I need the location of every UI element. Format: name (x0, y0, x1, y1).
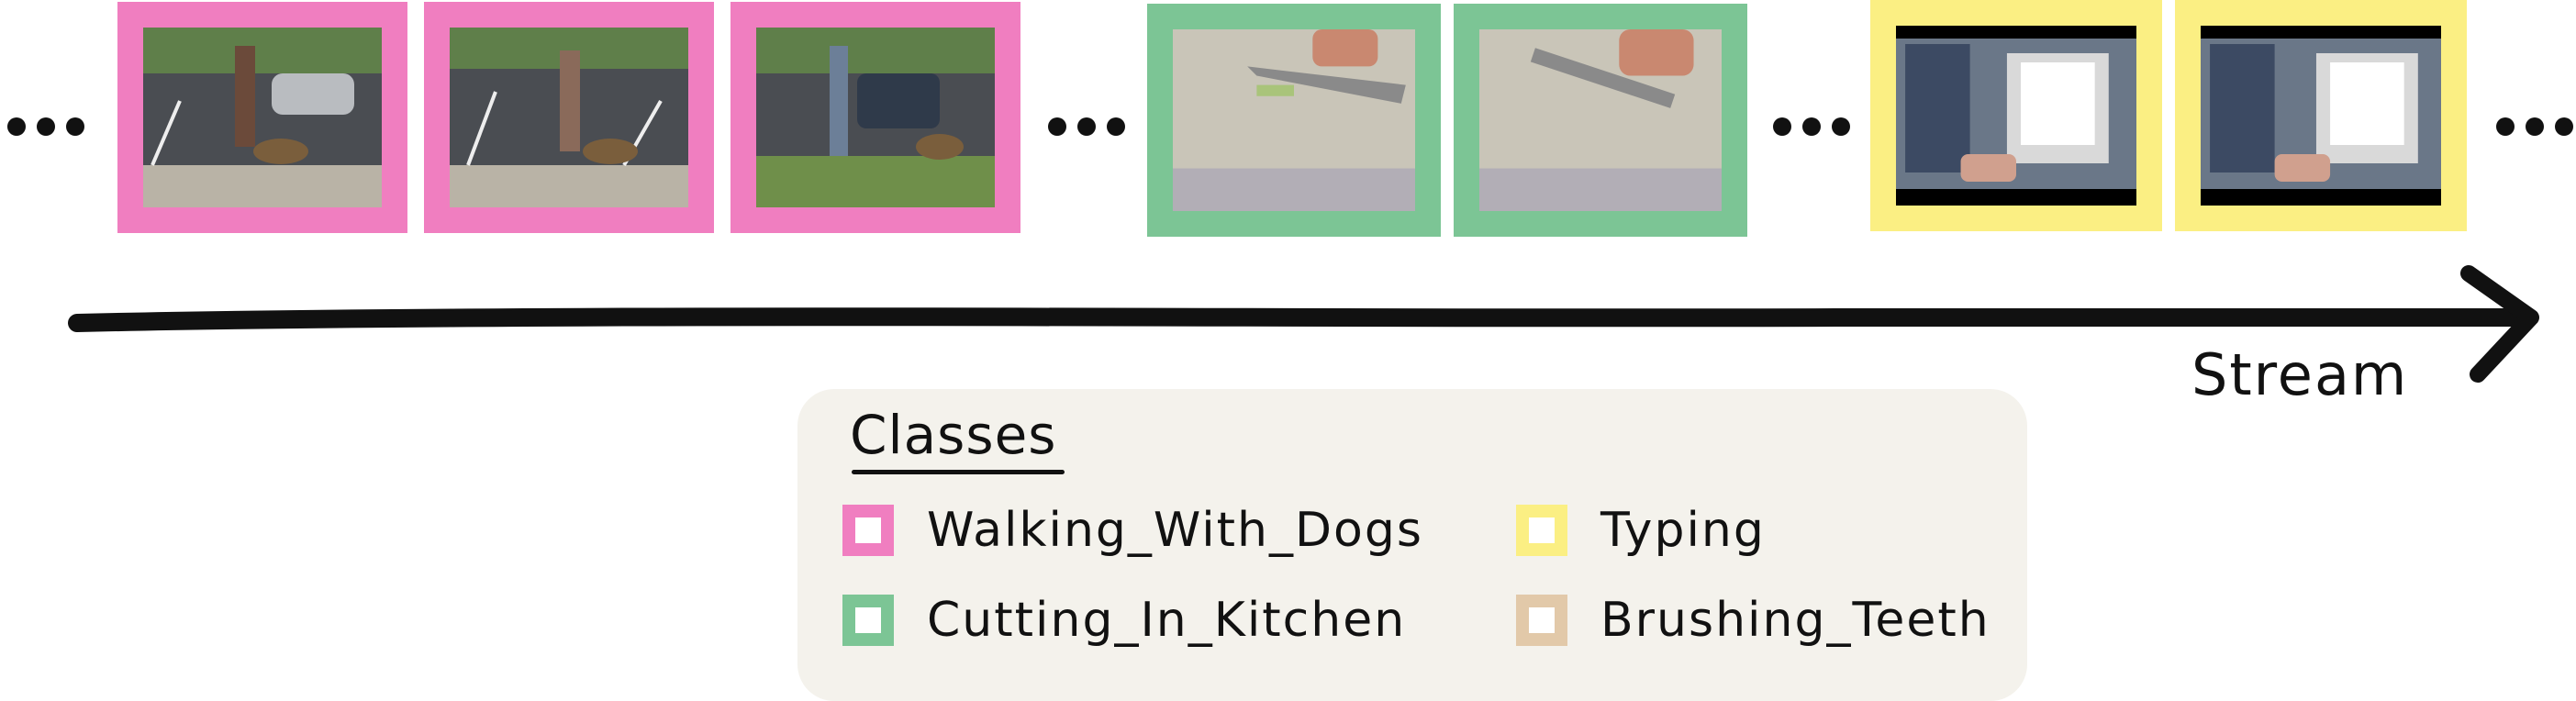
ellipsis-end (2496, 117, 2573, 136)
laptop-typing-scene (1896, 26, 2136, 206)
legend-title: Classes (850, 404, 1057, 466)
frame-walking-with-dogs-3 (730, 2, 1020, 233)
dog-walk-scene (450, 28, 688, 207)
ellipsis-between-walking-cutting (1048, 117, 1125, 136)
frame-walking-with-dogs-2 (424, 2, 714, 233)
swatch-walking-with-dogs (842, 505, 894, 556)
dog-walk-scene (143, 28, 382, 207)
kitchen-cutting-scene (1479, 29, 1722, 211)
frame-cutting-in-kitchen-2 (1454, 4, 1747, 237)
legend-item-walking-with-dogs: Walking_With_Dogs (842, 503, 1423, 558)
legend-title-underline (852, 470, 1065, 474)
frame-walking-with-dogs-1 (117, 2, 407, 233)
stream-label: Stream (2191, 341, 2409, 408)
ellipsis-between-cutting-typing (1773, 117, 1850, 136)
frame-typing-1 (1870, 0, 2162, 231)
kitchen-cutting-scene (1173, 29, 1415, 211)
legend-label: Walking_With_Dogs (927, 503, 1423, 558)
laptop-typing-scene (2201, 26, 2441, 206)
swatch-cutting-in-kitchen (842, 595, 894, 646)
legend-label: Typing (1600, 503, 1766, 558)
legend-item-cutting-in-kitchen: Cutting_In_Kitchen (842, 593, 1406, 648)
ellipsis-start (7, 117, 84, 136)
legend-panel (797, 389, 2027, 701)
frame-cutting-in-kitchen-1 (1147, 4, 1441, 237)
legend-item-brushing-teeth: Brushing_Teeth (1516, 593, 1991, 648)
swatch-typing (1516, 505, 1567, 556)
frame-typing-2 (2175, 0, 2467, 231)
legend-label: Brushing_Teeth (1600, 593, 1991, 648)
dog-walk-scene (756, 28, 995, 207)
legend-item-typing: Typing (1516, 503, 1766, 558)
swatch-brushing-teeth (1516, 595, 1567, 646)
legend-label: Cutting_In_Kitchen (927, 593, 1407, 648)
